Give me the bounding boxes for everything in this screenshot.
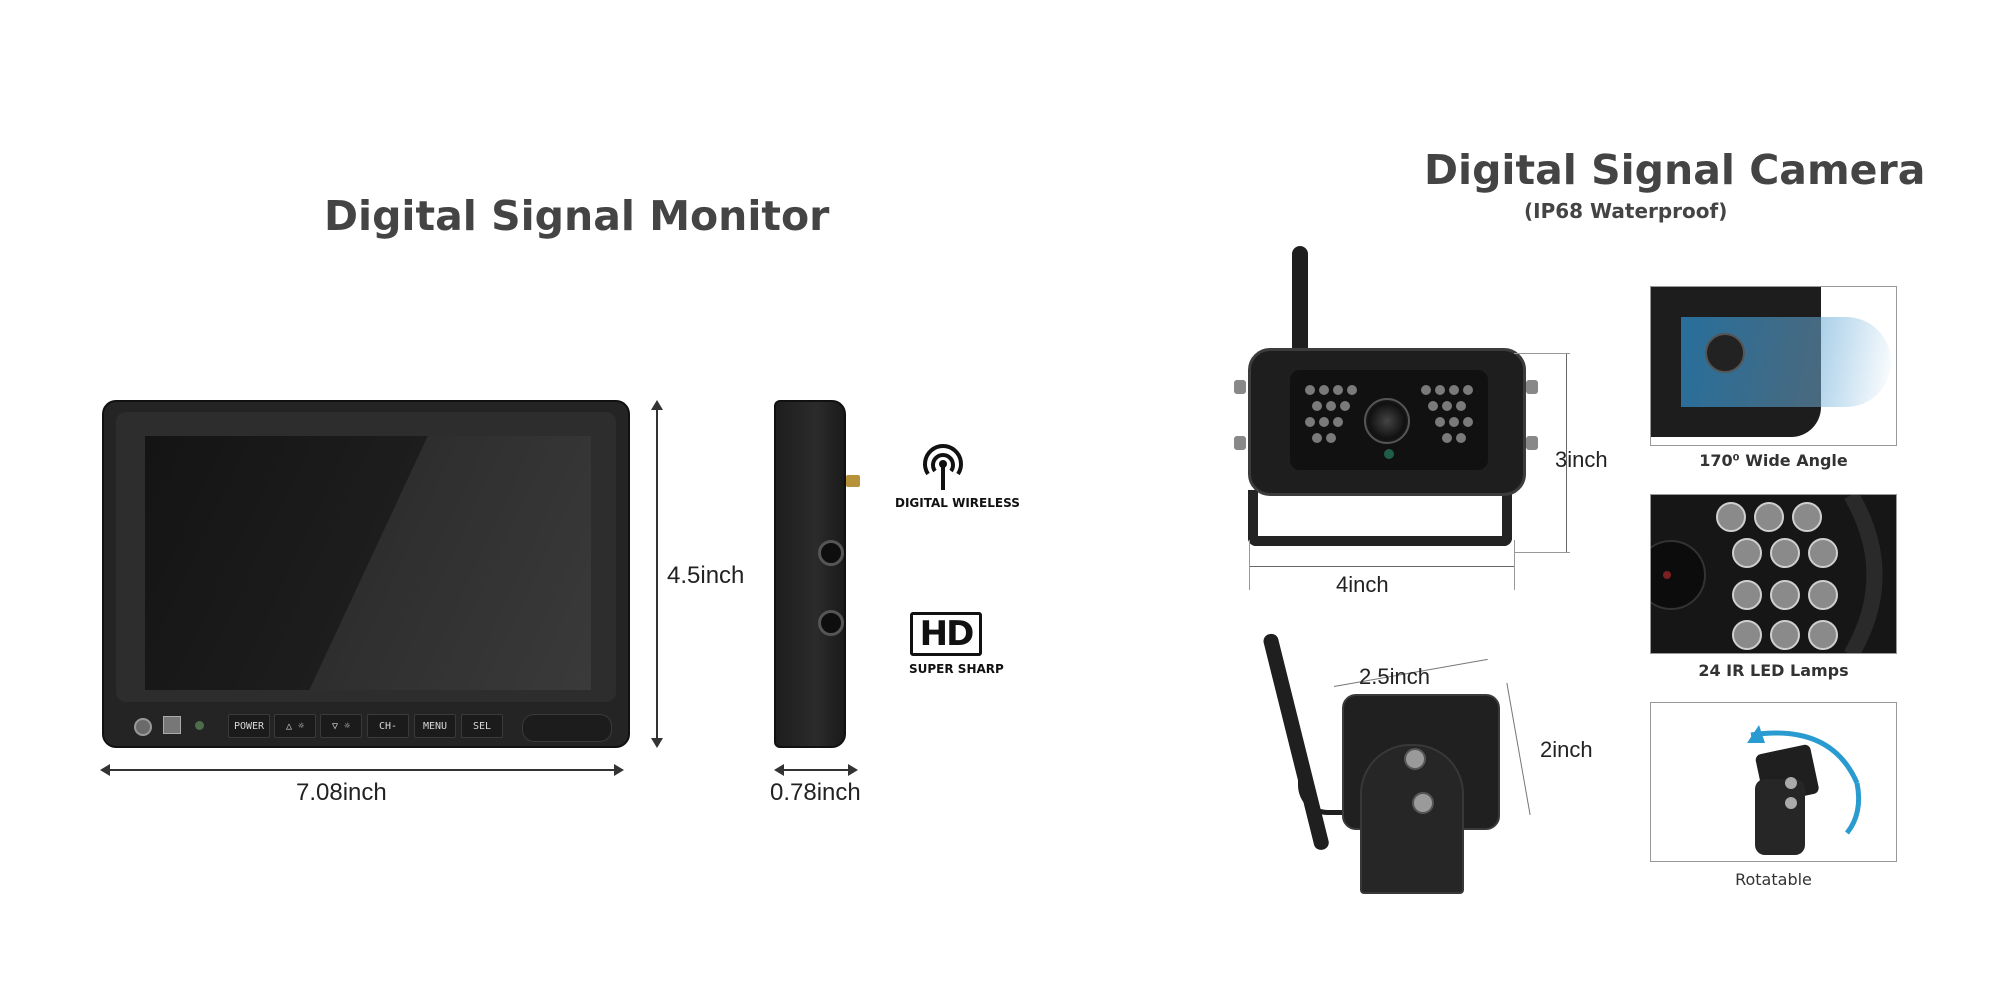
monitor-width-label: 7.08inch <box>296 779 387 806</box>
camera-width-tick-right <box>1514 540 1515 590</box>
camera-antenna <box>1292 246 1308 354</box>
camera-side-width-label: 2.5inch <box>1359 664 1430 689</box>
menu-button[interactable]: MENU <box>414 714 456 738</box>
monitor-depth-label: 0.78inch <box>770 779 861 806</box>
monitor-slot <box>522 714 612 742</box>
camera-height-tick-bottom <box>1514 552 1570 553</box>
hd-label: HD <box>919 614 975 654</box>
feature-rotatable-caption: Rotatable <box>1735 870 1812 889</box>
screw-icon <box>1526 380 1538 394</box>
screw-icon <box>1526 436 1538 450</box>
brightness-up-button[interactable]: △ ☼ <box>274 714 316 738</box>
camera-side-height-line <box>1506 682 1531 816</box>
monitor-depth-line <box>778 769 852 771</box>
camera-width-label: 4inch <box>1336 572 1389 597</box>
monitor-height-label: 4.5inch <box>667 562 745 589</box>
monitor-title: Digital Signal Monitor <box>324 192 830 240</box>
wireless-label: DIGITAL WIRELESS <box>895 496 1020 510</box>
monitor-height-line <box>656 404 658 742</box>
feature-wide-angle-image <box>1650 286 1897 446</box>
camera-height-label: 3inch <box>1555 447 1608 472</box>
camera-bracket <box>1248 490 1512 546</box>
camera-height-tick-top <box>1514 353 1570 354</box>
speaker-icon <box>163 716 181 734</box>
screw-icon <box>1412 792 1434 814</box>
camera-width-tick-left <box>1249 540 1250 590</box>
camera-side-height-label: 2inch <box>1540 737 1593 762</box>
feature-wide-angle-caption: 170⁰ Wide Angle <box>1699 451 1848 470</box>
indicator-led-icon <box>195 721 204 730</box>
arrow-left-icon <box>100 764 110 776</box>
wireless-icon <box>918 444 968 492</box>
arrow-left-icon <box>774 764 784 776</box>
arrow-right-icon <box>614 764 624 776</box>
camera-title: Digital Signal Camera <box>1424 146 1926 194</box>
hd-icon: HD <box>910 612 982 656</box>
monitor-screen <box>145 436 591 690</box>
arrow-up-icon <box>651 400 663 410</box>
power-button[interactable]: POWER <box>228 714 270 738</box>
antenna-connector-icon <box>846 475 860 487</box>
camera-width-line <box>1250 566 1514 567</box>
feature-ir-led-caption: 24 IR LED Lamps <box>1698 661 1849 680</box>
monitor-side-view <box>774 400 846 748</box>
arrow-right-icon <box>848 764 858 776</box>
select-button[interactable]: SEL <box>461 714 503 738</box>
monitor-width-line <box>104 769 620 771</box>
channel-button[interactable]: CH- <box>367 714 409 738</box>
arrow-down-icon <box>651 738 663 748</box>
light-sensor-icon <box>134 718 152 736</box>
camera-leds <box>1300 380 1478 464</box>
screw-icon <box>1234 436 1246 450</box>
camera-height-line <box>1566 353 1567 553</box>
camera-side-antenna <box>1262 632 1331 852</box>
audio-jack-icon <box>818 540 844 566</box>
brightness-down-button[interactable]: ▽ ☼ <box>320 714 362 738</box>
screw-icon <box>1234 380 1246 394</box>
power-jack-icon <box>818 610 844 636</box>
hd-sub-label: SUPER SHARP <box>909 662 1004 676</box>
feature-rotatable-image <box>1650 702 1897 862</box>
screw-icon <box>1404 748 1426 770</box>
camera-lens-icon <box>1364 398 1410 444</box>
camera-subtitle: (IP68 Waterproof) <box>1524 199 1728 223</box>
feature-ir-led-image <box>1650 494 1897 654</box>
